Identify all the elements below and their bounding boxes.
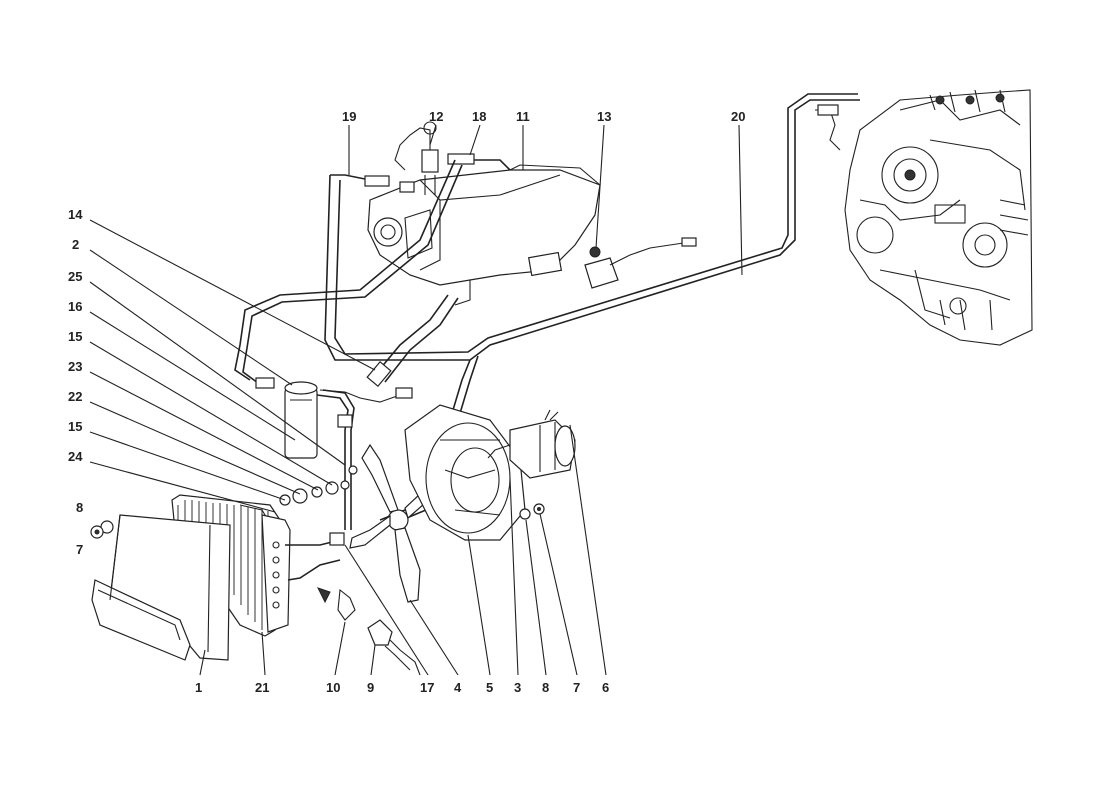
callout-12: 12	[429, 109, 443, 124]
callout-8-left: 8	[76, 500, 83, 515]
callout-7-left: 7	[76, 542, 83, 557]
callout-15-upper: 15	[68, 329, 82, 344]
callout-14: 14	[68, 207, 83, 222]
evaporator-unit-11	[367, 164, 601, 306]
callout-7-right: 7	[573, 680, 580, 695]
callout-3: 3	[514, 680, 521, 695]
callout-9: 9	[367, 680, 374, 695]
callout-4: 4	[454, 680, 462, 695]
callout-16: 16	[68, 299, 82, 314]
bolts-left	[90, 520, 114, 539]
air-duct-1	[91, 514, 231, 661]
callout-2: 2	[72, 237, 79, 252]
refrigerant-pipe-20	[324, 93, 860, 528]
callout-19: 19	[342, 109, 356, 124]
callout-18: 18	[472, 109, 486, 124]
callout-labels: 19 12 18 11 13 20 14 2 25 16 15 23 22 15…	[68, 109, 745, 695]
callout-15-lower: 15	[68, 419, 82, 434]
callout-8-right: 8	[542, 680, 549, 695]
thermostat-13	[584, 237, 697, 289]
callout-25: 25	[68, 269, 82, 284]
leader-lines	[89, 124, 743, 676]
receiver-drier-16	[255, 377, 413, 530]
engine-illustration	[844, 89, 1033, 346]
fan-shroud-5	[404, 404, 526, 541]
callout-6: 6	[602, 680, 609, 695]
clip-10	[317, 587, 356, 621]
callout-24: 24	[68, 449, 83, 464]
expansion-valve-12	[394, 121, 439, 195]
callout-5: 5	[486, 680, 493, 695]
callout-23: 23	[68, 359, 82, 374]
callout-13: 13	[597, 109, 611, 124]
callout-17: 17	[420, 680, 434, 695]
callout-1: 1	[195, 680, 202, 695]
callout-21: 21	[255, 680, 269, 695]
callout-20: 20	[731, 109, 745, 124]
pressure-switch-9	[367, 619, 421, 676]
fittings	[269, 465, 358, 546]
evaporator-pipes	[234, 153, 511, 388]
callout-11: 11	[516, 109, 530, 124]
fan-motor-3	[487, 409, 576, 520]
callout-10: 10	[326, 680, 340, 695]
callout-22: 22	[68, 389, 82, 404]
